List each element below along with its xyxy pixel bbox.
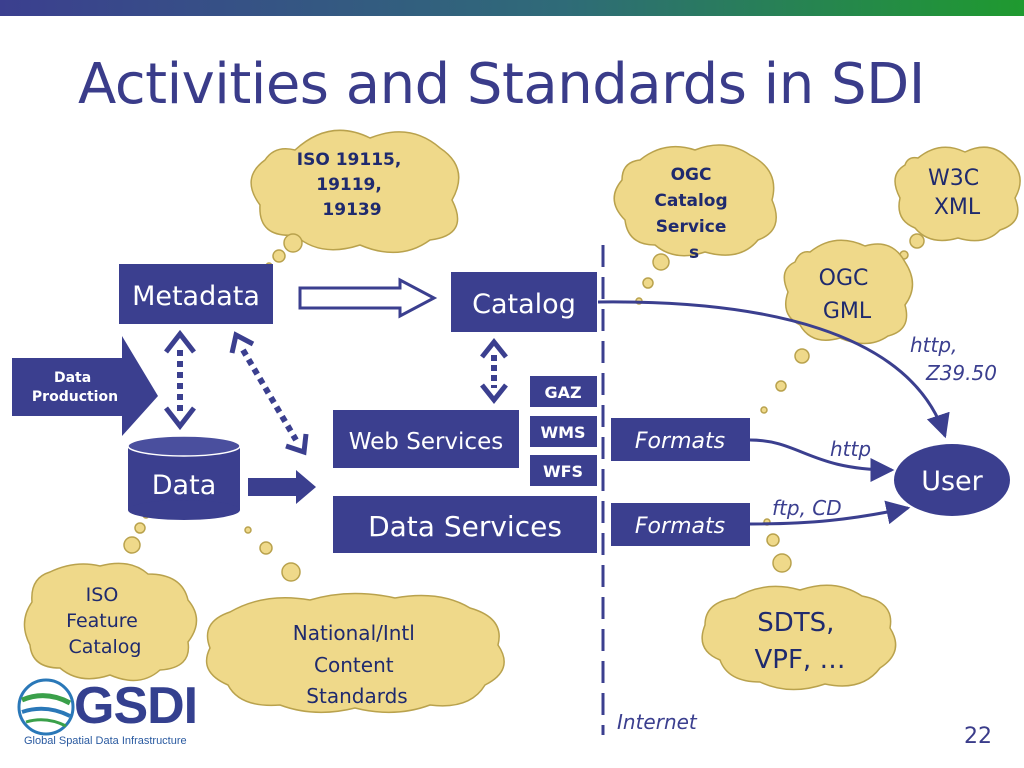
svg-text:W3C XML: W3C XML <box>928 166 986 220</box>
cloud-sdts-line-1: SDTS, <box>757 608 834 638</box>
page-number: 22 <box>964 724 992 749</box>
cloud-iso-feature-line-3: Catalog <box>69 636 142 658</box>
formats-box-2: Formats <box>611 503 750 546</box>
svg-text:ISO 19115, 19119,: ISO 19115, 19119, 19139 <box>297 150 407 220</box>
cloud-national: National/Intl Content Standards <box>205 592 505 714</box>
data-cylinder: Data <box>127 435 241 520</box>
user-label: User <box>921 466 983 497</box>
gsdi-logo-icon <box>17 678 75 736</box>
formats-label-1: Formats <box>635 429 725 454</box>
catalog-to-user-curve <box>597 300 950 439</box>
svg-text:OGC GML: OGC GML <box>819 266 876 324</box>
svg-text:National/Intl Content: National/Intl Content Standards <box>293 621 421 708</box>
cloud-national-line-2: Content <box>314 653 394 677</box>
label-http-z3950-1: http, <box>910 333 957 357</box>
svg-text:OGC Catalog Servic: OGC Catalog Service s <box>654 165 733 263</box>
gaz-label: GAZ <box>544 383 581 402</box>
cloud-iso-metadata-line-1: ISO 19115, <box>297 150 402 170</box>
data-to-services-arrow <box>248 470 316 504</box>
data-production-arrow: Data Production <box>12 336 158 436</box>
catalog-webservices-link <box>480 337 508 405</box>
wms-box: WMS <box>530 416 597 447</box>
gsdi-logo-subtitle: Global Spatial Data Infrastructure <box>24 735 187 747</box>
catalog-box: Catalog <box>451 272 597 332</box>
thought-bubble <box>794 348 810 364</box>
cloud-iso-metadata-line-3: 19139 <box>322 200 381 220</box>
svg-text:ISO Feature Catalo: ISO Feature Catalog <box>66 584 144 658</box>
metadata-to-catalog-arrow <box>298 277 438 319</box>
cloud-ogc-catalog: OGC Catalog Service s <box>613 144 777 263</box>
cloud-ogc-gml-line-2: GML <box>823 299 872 324</box>
gsdi-logo-text: GSDI <box>74 677 198 735</box>
wfs-box: WFS <box>530 455 597 486</box>
metadata-box: Metadata <box>119 264 273 324</box>
thought-bubble <box>766 533 780 547</box>
thought-bubble <box>123 536 141 554</box>
cloud-sdts-line-2: VPF, … <box>755 645 846 675</box>
svg-text:SDTS, VPF, …: SDTS, VPF, … <box>755 608 846 675</box>
cloud-w3c-line-2: XML <box>934 195 981 220</box>
web-services-label: Web Services <box>349 429 503 455</box>
wms-label: WMS <box>540 423 585 442</box>
cloud-iso-feature-line-2: Feature <box>66 610 138 632</box>
label-internet: Internet <box>617 710 698 734</box>
metadata-data-link <box>164 329 196 431</box>
cloud-ogc-gml: OGC GML <box>783 239 914 345</box>
thought-bubble <box>281 562 301 582</box>
cloud-iso-metadata: ISO 19115, 19119, 19139 <box>250 129 460 254</box>
formats2-to-user-curve <box>749 500 911 526</box>
formats-label-2: Formats <box>635 514 725 539</box>
formats-box-1: Formats <box>611 418 750 461</box>
cloud-ogc-catalog-line-4: s <box>689 243 699 263</box>
cloud-iso-feature-line-1: ISO <box>86 584 119 606</box>
gaz-box: GAZ <box>530 376 597 407</box>
formats1-to-user-curve <box>749 438 895 482</box>
cloud-ogc-catalog-line-2: Catalog <box>654 191 727 211</box>
thought-bubble <box>909 233 925 249</box>
wfs-label: WFS <box>543 462 583 481</box>
label-ftp-cd: ftp, CD <box>772 496 842 520</box>
cloud-national-line-1: National/Intl <box>293 621 415 645</box>
thought-bubble <box>652 253 670 271</box>
web-services-box: Web Services <box>333 410 519 468</box>
thought-bubble <box>775 380 787 392</box>
thought-bubble <box>272 249 286 263</box>
cloud-iso-feature: ISO Feature Catalog <box>23 562 198 682</box>
metadata-webservices-link <box>229 331 309 456</box>
thought-bubble <box>283 233 303 253</box>
cloud-w3c-line-1: W3C <box>928 166 979 191</box>
cloud-ogc-catalog-line-3: Service <box>656 217 727 237</box>
cloud-w3c: W3C XML <box>894 146 1021 242</box>
thought-bubble <box>760 406 768 414</box>
data-services-label: Data Services <box>368 510 562 543</box>
data-production-label-1: Data <box>54 370 91 386</box>
cloud-sdts: SDTS, VPF, … <box>701 584 897 691</box>
cloud-ogc-catalog-line-1: OGC <box>671 165 712 185</box>
metadata-label: Metadata <box>132 281 260 312</box>
data-label: Data <box>152 470 216 501</box>
thought-bubble <box>244 526 252 534</box>
cloud-national-line-3: Standards <box>306 684 407 708</box>
catalog-label: Catalog <box>472 289 576 320</box>
top-gradient-bar <box>0 0 1024 16</box>
thought-bubble <box>772 553 792 573</box>
thought-bubble <box>259 541 273 555</box>
svg-text:Data Production: Data Production <box>32 370 118 405</box>
thought-bubble <box>642 277 654 289</box>
data-services-box: Data Services <box>333 496 597 553</box>
slide-title: Activities and Standards in SDI <box>78 52 925 117</box>
label-http: http <box>830 437 871 461</box>
cloud-ogc-gml-line-1: OGC <box>819 266 869 291</box>
cloud-iso-metadata-line-2: 19119, <box>316 175 382 195</box>
label-http-z3950-2: Z39.50 <box>925 361 997 385</box>
data-production-label-2: Production <box>32 389 118 405</box>
user-ellipse: User <box>894 444 1010 516</box>
thought-bubble <box>134 522 146 534</box>
